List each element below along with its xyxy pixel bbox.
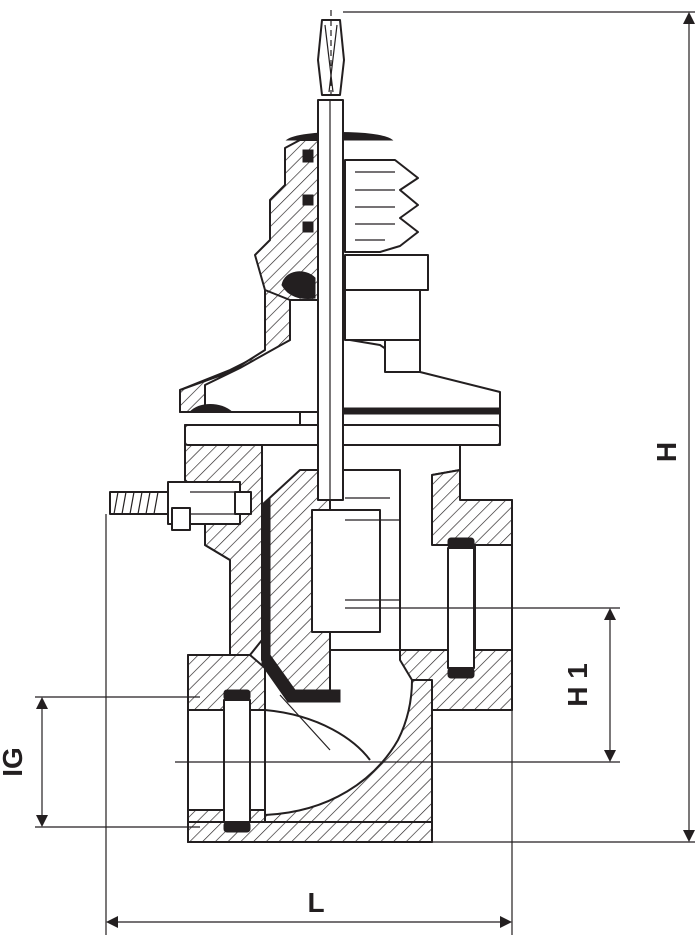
dimension-label-ig: IG — [0, 747, 28, 777]
stem-housing — [254, 132, 429, 341]
dimension-lines — [35, 11, 695, 935]
dimension-label-l: L — [307, 887, 324, 918]
dimension-label-h1: H 1 — [562, 663, 593, 707]
valve-stem — [317, 10, 345, 501]
flow-passage — [264, 694, 371, 761]
dimension-label-h: H — [651, 442, 682, 462]
gate-wedge — [261, 469, 401, 703]
drain-nipple — [109, 481, 252, 531]
